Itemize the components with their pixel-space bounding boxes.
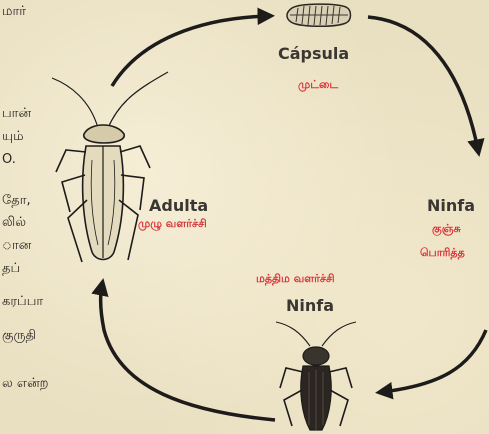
egg-capsule-illustration <box>287 4 351 26</box>
stage-label-nymph-right: Ninfa <box>427 196 475 215</box>
stage-tamil-nymph-right-2: பொரித்த <box>420 246 465 261</box>
stage-label-capsule: Cápsula <box>278 44 349 63</box>
adult-cockroach-illustration <box>52 72 168 262</box>
cycle-arrow-adult-to-capsule <box>112 16 268 86</box>
nymph-cockroach-illustration <box>276 322 356 430</box>
cycle-arrow-nymph-to-adult <box>101 285 275 420</box>
stage-tamil-capsule: முட்டை <box>298 78 338 93</box>
stage-tamil-nymph-right: குஞ்சு <box>432 222 461 237</box>
stage-tamil-adult: முழு வளர்ச்சி <box>138 217 207 232</box>
cycle-arrow-nymph-to-nymph <box>382 330 486 392</box>
stage-label-adult: Adulta <box>149 196 208 215</box>
cycle-arrow-capsule-to-nymph <box>368 17 478 150</box>
stage-label-nymph-bottom: Ninfa <box>286 296 334 315</box>
stage-tamil-nymph-bottom: மத்திம வளர்ச்சி <box>256 272 335 287</box>
